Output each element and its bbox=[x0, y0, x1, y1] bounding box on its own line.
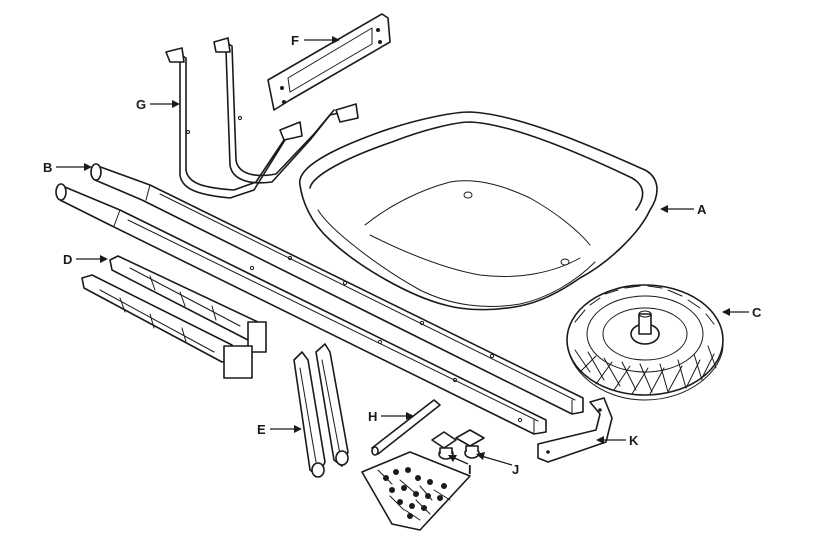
label-b: B bbox=[43, 160, 52, 175]
label-d: D bbox=[63, 252, 72, 267]
label-k: K bbox=[629, 433, 639, 448]
part-i-spacer bbox=[431, 431, 457, 460]
label-i: I bbox=[468, 462, 472, 477]
part-e-legs bbox=[293, 343, 349, 478]
callout-j: J bbox=[476, 452, 519, 477]
part-f-bracket bbox=[267, 13, 391, 111]
part-g-front-brace bbox=[165, 37, 359, 199]
label-g: G bbox=[136, 97, 146, 112]
callout-e: E bbox=[257, 422, 302, 437]
callout-d: D bbox=[63, 252, 108, 267]
part-j-clip bbox=[455, 429, 485, 459]
callout-b: B bbox=[43, 160, 92, 175]
part-c-wheel bbox=[566, 284, 724, 401]
hardware-bag bbox=[361, 451, 471, 531]
part-b-handles bbox=[55, 163, 584, 435]
callout-a: A bbox=[660, 202, 707, 217]
part-h-axle bbox=[371, 399, 441, 456]
label-c: C bbox=[752, 305, 762, 320]
callout-k: K bbox=[596, 433, 639, 448]
label-e: E bbox=[257, 422, 266, 437]
callout-f: F bbox=[291, 33, 340, 48]
part-a-tray bbox=[299, 111, 658, 311]
label-j: J bbox=[512, 462, 519, 477]
callout-i: I bbox=[448, 455, 472, 477]
label-f: F bbox=[291, 33, 299, 48]
label-h: H bbox=[368, 409, 377, 424]
label-a: A bbox=[697, 202, 707, 217]
callout-g: G bbox=[136, 97, 180, 112]
part-k-axle-bracket bbox=[537, 397, 613, 463]
callout-h: H bbox=[368, 409, 414, 424]
part-d-braces bbox=[81, 255, 267, 379]
callout-c: C bbox=[722, 305, 762, 320]
